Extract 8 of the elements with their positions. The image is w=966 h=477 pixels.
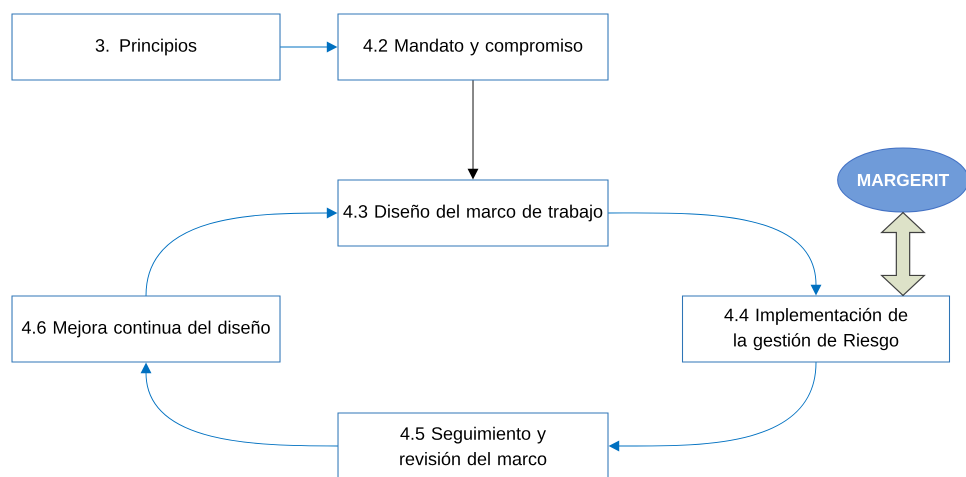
process-box: 4.4 Implementación de la gestión de Riesgo [682, 295, 950, 363]
process-box: 4.5 Seguimiento y revisión del marco [337, 412, 609, 477]
process-box: 4.2 Mandato y compromiso [337, 13, 609, 81]
process-box: 4.3 Diseño del marco de trabajo [337, 179, 609, 247]
process-box: 3. Principios [11, 13, 281, 81]
process-box: 4.6 Mejora continua del diseño [11, 295, 281, 363]
double-arrow [880, 212, 926, 296]
ellipse-node: MARGERIT [837, 147, 966, 213]
